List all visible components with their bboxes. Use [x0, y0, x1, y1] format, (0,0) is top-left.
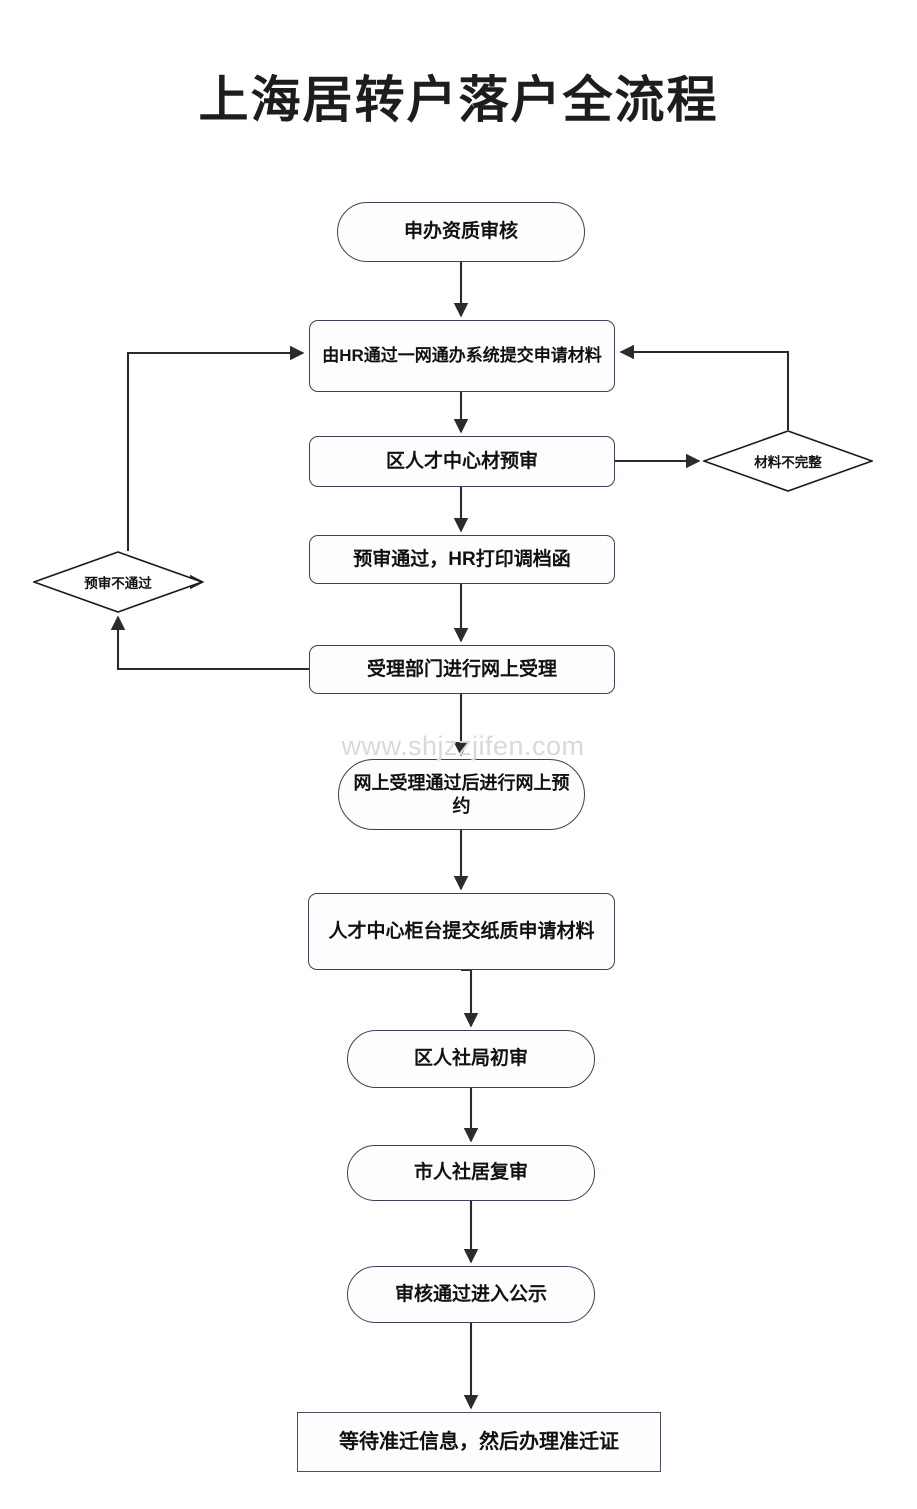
node-review-passed-public-notice[interactable]: 审核通过进入公示 [347, 1266, 595, 1323]
page-title: 上海居转户落户全流程 [198, 72, 719, 128]
node-hr-submit-materials[interactable]: 由HR通过一网通办系统提交申请材料 [309, 320, 615, 392]
node-prereview-passed-print-letter[interactable]: 预审通过，HR打印调档函 [309, 535, 615, 584]
node-shenban-zizhi-shenhe[interactable]: 申办资质审核 [337, 202, 585, 262]
diamond-shape-icon [703, 430, 873, 492]
node-wait-permit-and-process-permit[interactable]: 等待准迁信息，然后办理准迁证 [297, 1412, 661, 1472]
edge-d1-n2 [619, 344, 790, 430]
node-label: 人才中心柜台提交纸质申请材料 [328, 920, 595, 942]
node-online-appointment-after-acceptance[interactable]: 网上受理通过后进行网上预约 [338, 759, 585, 830]
node-label: 市人社居复审 [413, 1162, 528, 1184]
node-label: 网上受理通过后进行网上预约 [353, 773, 570, 816]
edge-n7-n8 [461, 968, 479, 1028]
node-city-hrss-second-review[interactable]: 市人社居复审 [347, 1145, 595, 1201]
node-label: 申办资质审核 [403, 221, 518, 243]
decision-label: 材料不完整 [754, 455, 822, 470]
edge-d2-up-n2 [126, 345, 305, 551]
node-acceptance-dept-online-acceptance[interactable]: 受理部门进行网上受理 [309, 645, 615, 694]
node-label: 区人才中心材预审 [385, 450, 538, 472]
node-submit-paper-materials-at-counter[interactable]: 人才中心柜台提交纸质申请材料 [308, 893, 615, 970]
node-district-hrss-first-review[interactable]: 区人社局初审 [347, 1030, 595, 1088]
diamond-shape-icon [33, 551, 203, 613]
node-label: 审核通过进入公示 [394, 1283, 547, 1305]
decision-prereview-failed[interactable]: 预审不通过 [33, 551, 203, 613]
node-label: 受理部门进行网上受理 [366, 658, 557, 680]
node-label: 区人社局初审 [413, 1048, 528, 1070]
node-district-talent-center-prereview[interactable]: 区人才中心材预审 [309, 436, 615, 487]
node-label: 等待准迁信息，然后办理准迁证 [339, 1430, 619, 1453]
decision-materials-incomplete[interactable]: 材料不完整 [703, 430, 873, 492]
edge-n5-d2 [110, 615, 309, 671]
node-label: 由HR通过一网通办系统提交申请材料 [322, 346, 602, 366]
node-label: 预审通过，HR打印调档函 [353, 548, 571, 570]
decision-label: 预审不通过 [84, 576, 152, 591]
